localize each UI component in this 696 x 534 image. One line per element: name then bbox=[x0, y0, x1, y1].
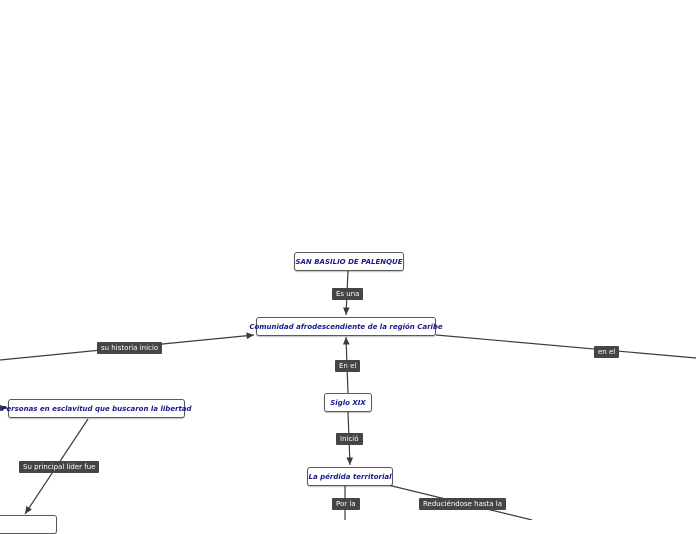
node-san-basilio-de-palenque[interactable]: SAN BASILIO DE PALENQUE bbox=[294, 252, 404, 271]
link-label-principal-lider: Su principal líder fue bbox=[19, 461, 100, 473]
node-comunidad-afrodescendiente[interactable]: Comunidad afrodescendiente de la región … bbox=[249, 317, 443, 336]
link-label-en-el: En el bbox=[335, 360, 361, 372]
node-perdida-territorial[interactable]: La pérdida territorial bbox=[307, 467, 393, 486]
node-personas-en-esclavitud[interactable]: Personas en esclavitud que buscaron la l… bbox=[1, 399, 192, 418]
link-label-por-la: Por la bbox=[332, 498, 360, 510]
link-label-es-una: Es una bbox=[332, 288, 364, 300]
node-siglo-xix[interactable]: Siglo XIX bbox=[324, 393, 372, 412]
link-label-su-historia-inicio: su historia inicio bbox=[97, 342, 163, 354]
link-label-inicio: Inició bbox=[336, 433, 363, 445]
link-label-reduciendose: Reduciéndose hasta la bbox=[419, 498, 507, 510]
node-leader-partial[interactable] bbox=[0, 515, 57, 534]
connector-community-right bbox=[435, 334, 696, 359]
link-label-en-el-right: en el bbox=[594, 346, 620, 358]
